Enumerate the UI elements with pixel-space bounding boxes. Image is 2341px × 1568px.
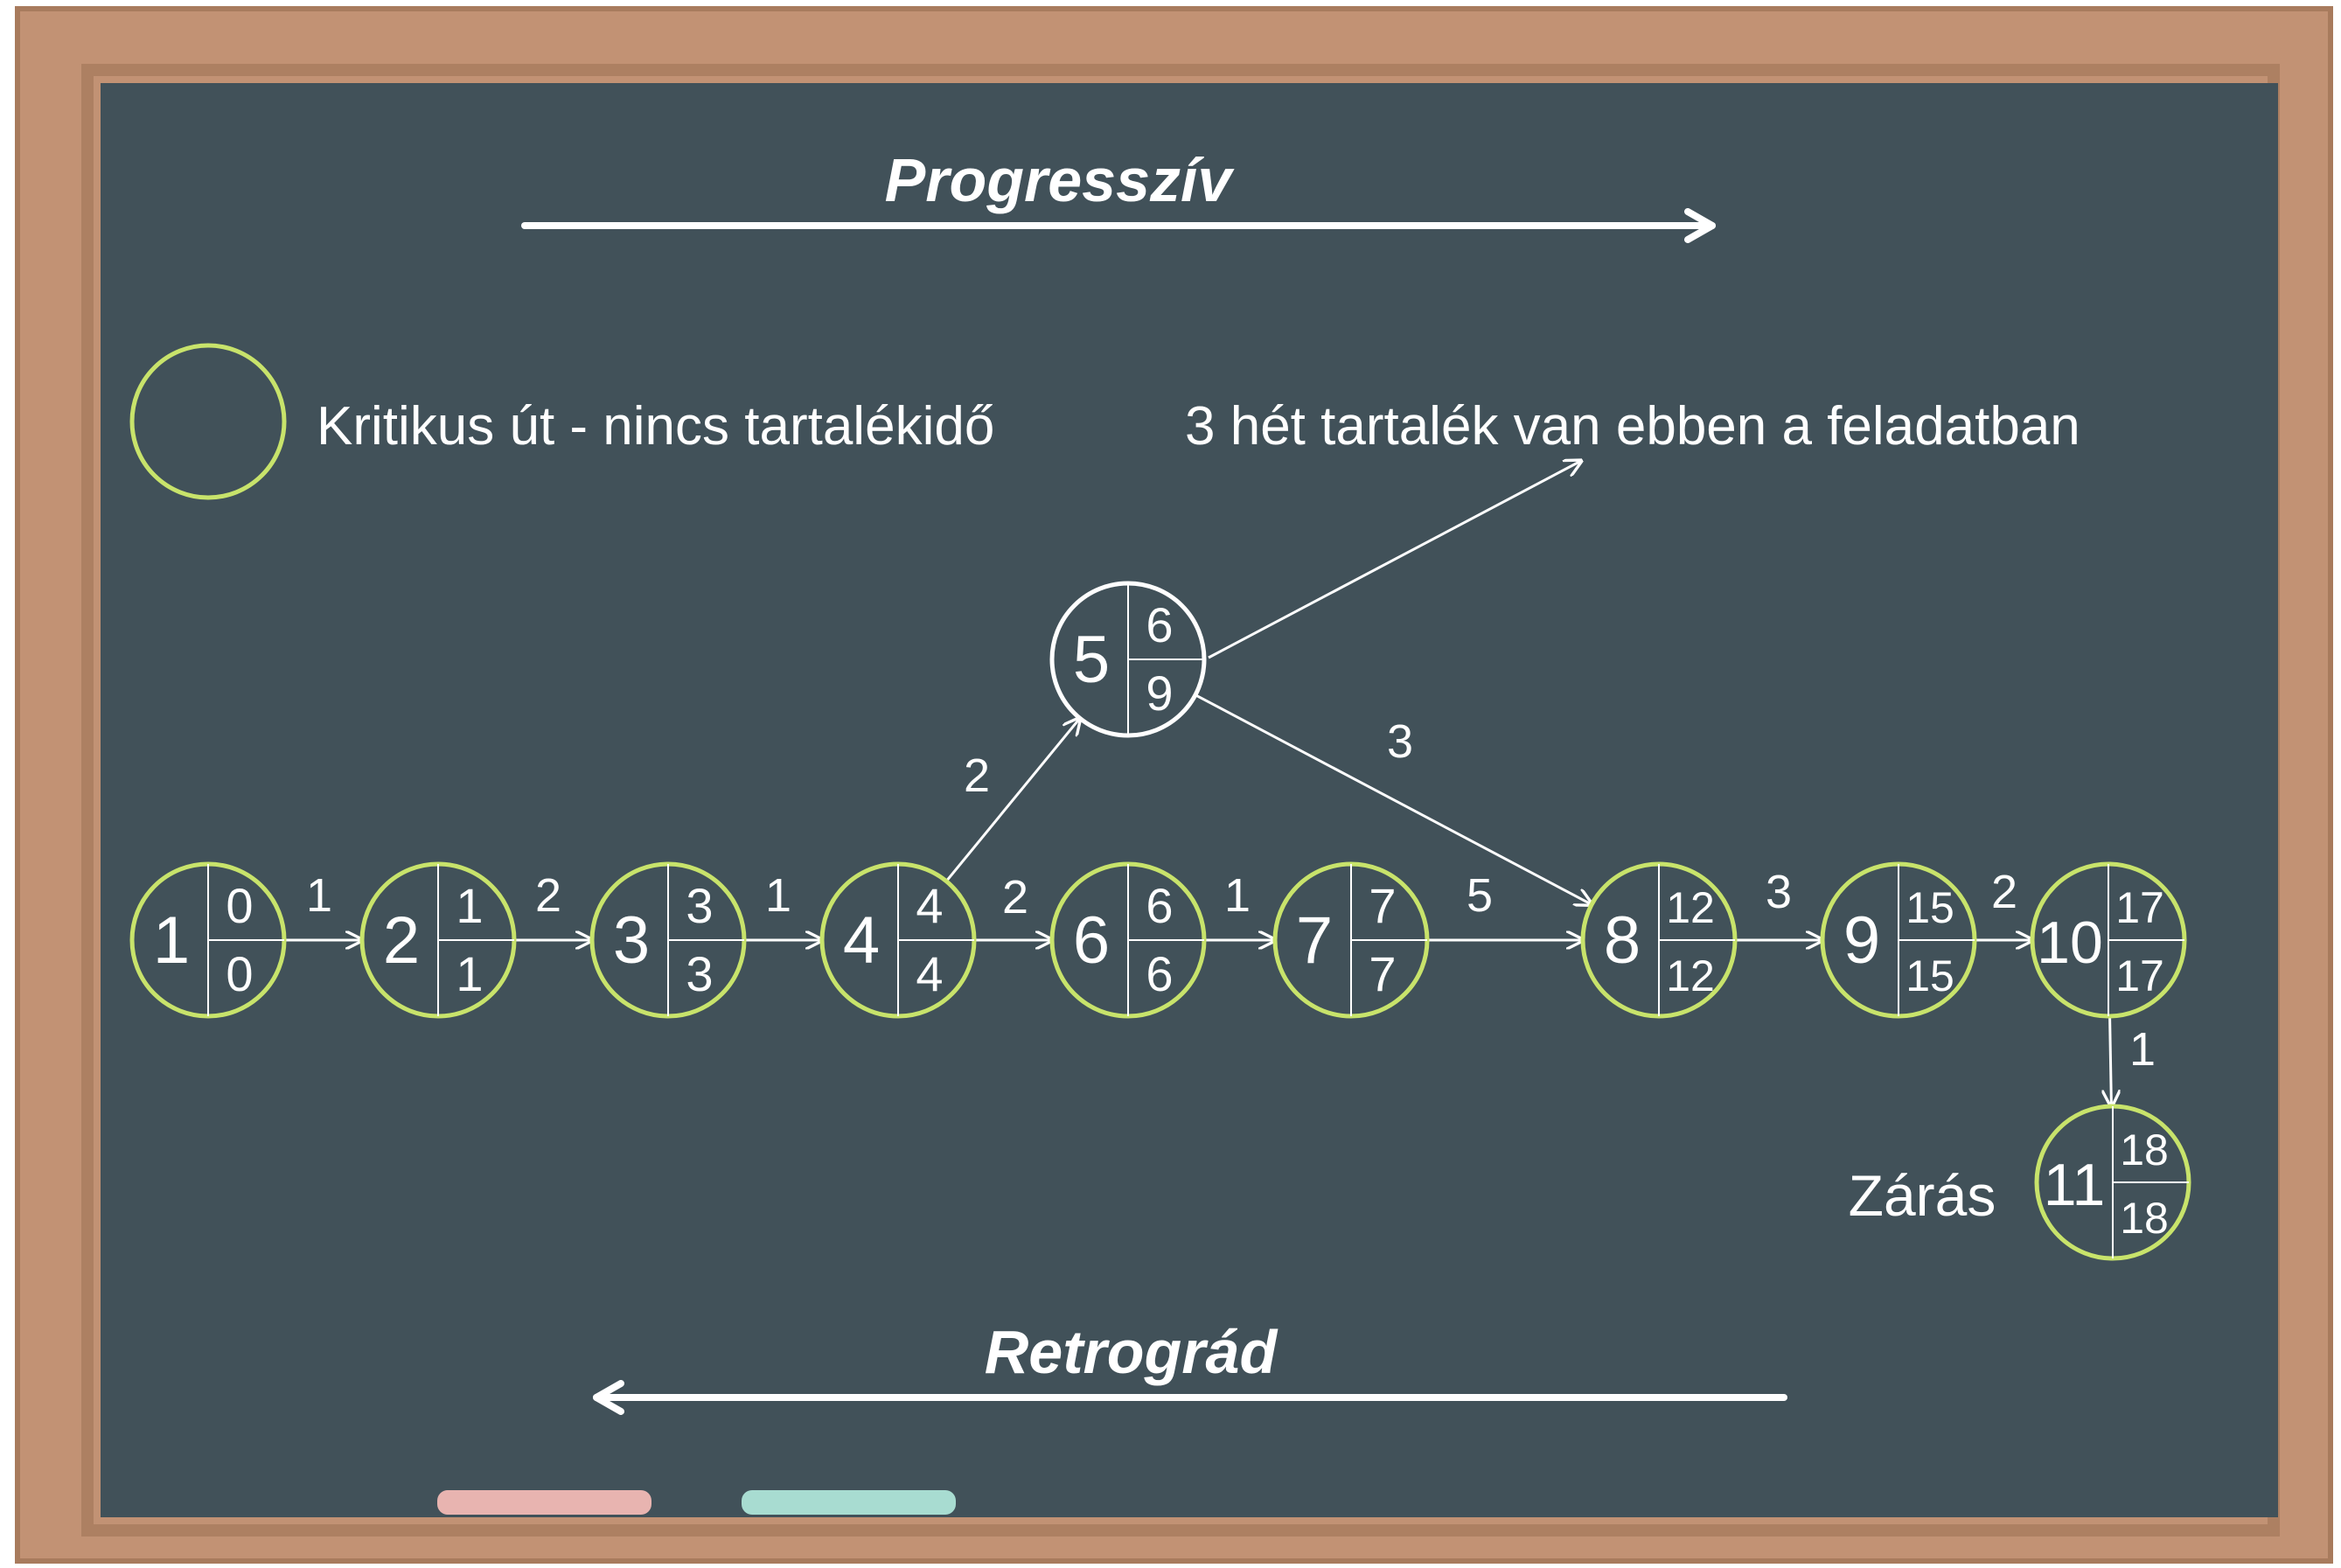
node-id: 9	[1843, 903, 1880, 978]
node-id: 2	[383, 903, 420, 978]
edge-duration-1-2: 1	[306, 869, 332, 922]
edge-duration-8-9: 3	[1766, 866, 1792, 918]
edge-duration-4-6: 2	[1002, 871, 1028, 923]
node-earliest-time: 6	[1146, 878, 1173, 933]
edge-5-8	[1195, 693, 1592, 905]
edge-duration-10-11: 1	[2129, 1023, 2156, 1076]
node-latest-time: 18	[2120, 1194, 2169, 1243]
node-latest-time: 3	[686, 946, 713, 1001]
node-latest-time: 15	[1906, 951, 1954, 1000]
chalk-pink	[437, 1490, 651, 1515]
edge-duration-4-5: 2	[964, 749, 990, 802]
node-earliest-time: 15	[1906, 883, 1954, 932]
node-latest-time: 7	[1369, 946, 1396, 1001]
node-earliest-time: 0	[226, 878, 253, 933]
node-latest-time: 6	[1146, 946, 1173, 1001]
node-earliest-time: 12	[1666, 883, 1715, 932]
edge-4-5	[944, 718, 1080, 882]
edge-duration-9-10: 2	[1991, 866, 2017, 918]
node-latest-time: 9	[1146, 666, 1173, 721]
edge-duration-2-3: 2	[535, 869, 561, 922]
node-id: 6	[1073, 903, 1110, 978]
node-earliest-time: 4	[916, 878, 943, 933]
chalk-mint	[742, 1490, 956, 1515]
edge-duration-5-8: 3	[1387, 715, 1413, 768]
board-surface	[101, 83, 2278, 1517]
node-id: 8	[1604, 903, 1641, 978]
node-9: 9 15 15	[1820, 861, 1977, 1019]
node-earliest-time: 3	[686, 878, 713, 933]
slack-note: 3 hét tartalék van ebben a feladatban	[1185, 396, 2080, 456]
node-latest-time: 1	[456, 946, 483, 1001]
node-latest-time: 12	[1666, 951, 1715, 1000]
edge-duration-6-7: 1	[1224, 869, 1251, 922]
node-id: 10	[2037, 909, 2103, 976]
node-id: 1	[153, 903, 190, 978]
edge-duration-7-8: 5	[1467, 869, 1493, 922]
node-id: 3	[613, 903, 650, 978]
node-latest-time: 17	[2115, 951, 2164, 1000]
legend-critical-label: Kritikus út - nincs tartalékidő	[317, 396, 994, 456]
edge-10-11	[2110, 1015, 2112, 1106]
slack-note-pointer	[1208, 461, 1581, 659]
node-earliest-time: 6	[1146, 597, 1173, 652]
node-11: 11 18 18	[2034, 1104, 2191, 1261]
node-earliest-time: 1	[456, 878, 483, 933]
node-earliest-time: 7	[1369, 878, 1396, 933]
node-latest-time: 4	[916, 946, 943, 1001]
progressive-heading: Progresszív	[885, 146, 1236, 214]
node-8: 8 12 12	[1580, 861, 1738, 1019]
node-id: 11	[2044, 1152, 2106, 1218]
node-earliest-time: 17	[2115, 883, 2164, 932]
retrograde-heading: Retrográd	[985, 1318, 1278, 1386]
node-id: 4	[843, 903, 880, 978]
closing-label: Zárás	[1849, 1163, 1996, 1228]
node-earliest-time: 18	[2120, 1125, 2169, 1174]
edge-duration-3-4: 1	[765, 869, 791, 922]
node-latest-time: 0	[226, 946, 253, 1001]
legend-critical-circle	[129, 343, 287, 500]
node-id: 5	[1073, 623, 1110, 697]
node-id: 7	[1296, 903, 1333, 978]
